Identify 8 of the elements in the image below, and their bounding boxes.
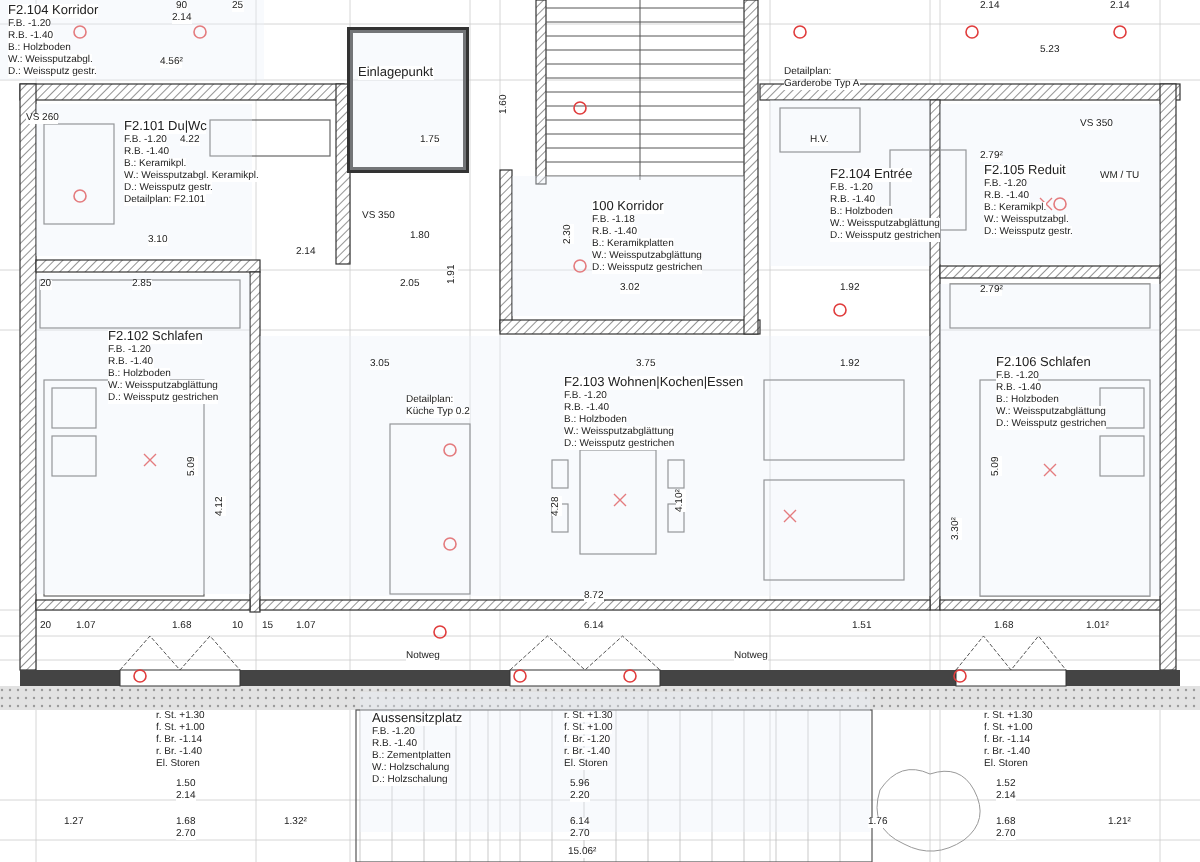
room-area [36,274,250,594]
room-area [360,692,870,832]
room-area [940,104,1160,264]
room-area [0,0,264,80]
room-area [260,336,930,596]
room-area [940,284,1160,596]
room-area [512,176,744,316]
room-area [350,30,466,170]
